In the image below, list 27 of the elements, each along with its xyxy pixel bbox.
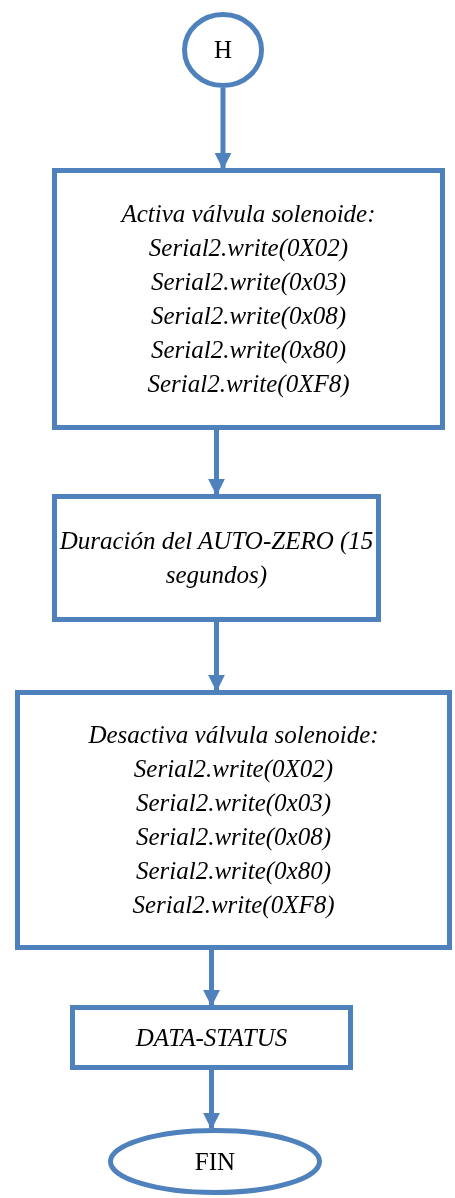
arrow [208, 622, 225, 692]
process-box [15, 690, 452, 950]
arrow [214, 88, 232, 170]
process-box [52, 168, 445, 430]
node-label: Serial2.write(0x03) [150, 267, 347, 297]
arrow [203, 950, 220, 1007]
start-circle [182, 12, 264, 88]
node-label: Serial2.write(0x80) [135, 856, 332, 886]
node-label: Serial2.write(0x08) [150, 301, 347, 331]
node-label: Serial2.write(0X02) [148, 233, 349, 263]
node-label: DATA-STATUS [135, 1022, 288, 1053]
box-heading: Desactiva válvula solenoide: [88, 720, 379, 750]
end-ellipse [108, 1128, 322, 1195]
node-label: Serial2.write(0XF8) [132, 890, 335, 921]
node-label: H [213, 35, 233, 65]
arrow [203, 1070, 220, 1130]
node-label: Serial2.write(0x03) [135, 788, 332, 818]
box-heading: Activa válvula solenoide: [121, 199, 376, 229]
node-label: FIN [194, 1146, 236, 1177]
node-label: Serial2.write(0x08) [135, 822, 332, 852]
node-label: Duración del AUTO-ZERO (15 segundos) [58, 526, 375, 590]
process-box [70, 1005, 353, 1070]
node-label: Serial2.write(0X02) [133, 754, 334, 784]
node-label: Serial2.write(0XF8) [147, 369, 350, 400]
process-box [52, 494, 381, 622]
arrow [208, 430, 225, 496]
node-label: Serial2.write(0x80) [150, 335, 347, 365]
